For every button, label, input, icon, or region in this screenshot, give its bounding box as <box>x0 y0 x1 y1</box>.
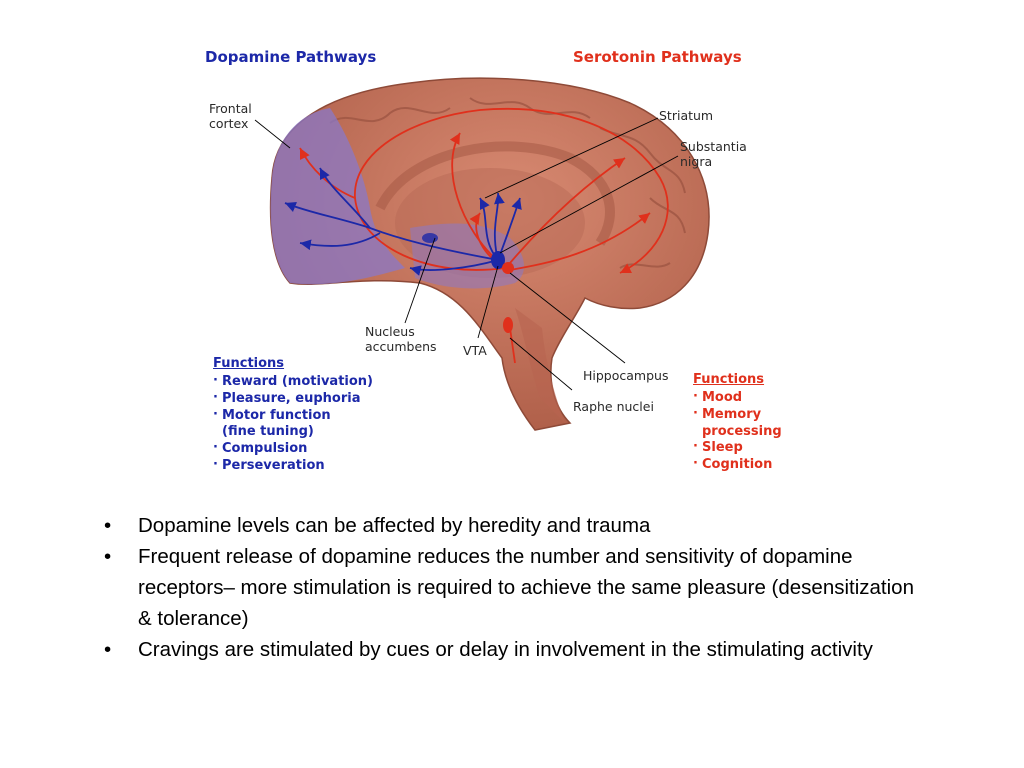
label-vta: VTA <box>463 343 487 358</box>
serotonin-function-item: processing <box>702 423 782 439</box>
dopamine-function-item: Pleasure, euphoria <box>213 390 373 408</box>
serotonin-functions: Functions Mood Memory processing Sleep C… <box>693 372 782 474</box>
label-frontal-cortex: Frontal cortex <box>209 101 252 131</box>
vta-node <box>491 251 505 269</box>
dopamine-function-item: (fine tuning) <box>222 424 314 440</box>
serotonin-functions-heading: Functions <box>693 372 765 387</box>
bullet-list: Dopamine levels can be affected by hered… <box>104 510 924 665</box>
raphe-node <box>503 317 513 333</box>
serotonin-function-item: Memory <box>693 406 782 424</box>
label-raphe-nuclei: Raphe nuclei <box>573 399 654 414</box>
dopamine-function-item: Perseveration <box>213 457 373 475</box>
leader-lines <box>254 117 679 391</box>
serotonin-node <box>502 262 514 274</box>
dopamine-function-item: Motor function <box>213 407 373 425</box>
label-striatum: Striatum <box>659 108 714 123</box>
dopamine-functions: Functions Reward (motivation) Pleasure, … <box>213 356 373 475</box>
dopamine-functions-heading: Functions <box>213 356 285 371</box>
dopamine-title: Dopamine Pathways <box>205 48 377 66</box>
bullet-item: Dopamine levels can be affected by hered… <box>104 510 924 541</box>
label-nucleus-accumbens: Nucleus accumbens <box>365 324 437 354</box>
label-hippocampus: Hippocampus <box>583 368 669 383</box>
serotonin-function-item: Mood <box>693 389 782 407</box>
serotonin-function-item: Sleep <box>693 439 782 457</box>
dopamine-function-item: Reward (motivation) <box>213 373 373 391</box>
bullet-item: Cravings are stimulated by cues or delay… <box>104 634 924 665</box>
serotonin-title: Serotonin Pathways <box>573 48 742 66</box>
serotonin-function-item: Cognition <box>693 456 782 474</box>
dopamine-function-item: Compulsion <box>213 440 373 458</box>
label-substantia-nigra: Substantia nigra <box>680 139 747 169</box>
bullet-item: Frequent release of dopamine reduces the… <box>104 541 924 634</box>
brain-pathways-figure: Dopamine Pathways Serotonin Pathways Fro… <box>180 38 820 488</box>
brain-diagram <box>254 77 710 431</box>
